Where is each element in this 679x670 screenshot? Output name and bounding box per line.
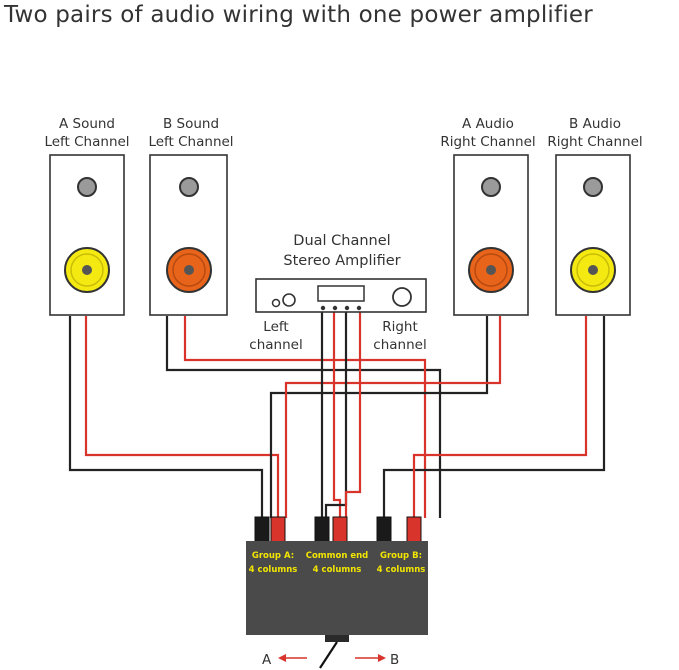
selector-label-b: B bbox=[390, 652, 399, 668]
wire-a-left-black bbox=[68, 316, 264, 518]
group-a-label-2: 4 columns bbox=[249, 565, 298, 575]
black-plug-icon bbox=[314, 516, 330, 543]
right-channel-label-1: Right bbox=[382, 319, 418, 335]
button-icon bbox=[356, 305, 362, 311]
arrow-left-head-icon bbox=[278, 654, 286, 662]
speaker-wires bbox=[68, 312, 606, 518]
tweeter-icon bbox=[481, 177, 501, 197]
tweeter-icon bbox=[179, 177, 199, 197]
input-knob-icon bbox=[282, 293, 296, 307]
speaker-b-right: B Audio Right Channel bbox=[547, 116, 643, 316]
black-plug-icon bbox=[376, 516, 392, 543]
speaker-label-line2: Left Channel bbox=[44, 134, 129, 150]
page-title: Two pairs of audio wiring with one power… bbox=[4, 2, 593, 28]
speaker-b-left: B Sound Left Channel bbox=[148, 116, 234, 316]
speaker-label-line1: B Audio bbox=[569, 116, 621, 132]
led-icon bbox=[271, 298, 281, 308]
red-plug-icon bbox=[332, 516, 348, 543]
common-end-label-1: Common end bbox=[306, 551, 369, 561]
wire-a-right-black bbox=[269, 316, 489, 518]
wire-b-right-red bbox=[412, 316, 588, 518]
common-end-label-2: 4 columns bbox=[313, 565, 362, 575]
tweeter-icon bbox=[583, 177, 603, 197]
amplifier: Dual Channel Stereo Amplifier bbox=[255, 233, 427, 313]
black-plug-icon bbox=[254, 516, 270, 543]
speaker-label-line1: B Sound bbox=[163, 116, 219, 132]
speaker-a-left: A Sound Left Channel bbox=[44, 116, 130, 316]
group-b-label-1: Group B: bbox=[380, 551, 422, 561]
button-icon bbox=[332, 305, 338, 311]
wire-amp-left-red bbox=[332, 312, 342, 518]
speaker-label-line2: Left Channel bbox=[148, 134, 233, 150]
banana-plugs bbox=[254, 516, 422, 543]
group-b-label-2: 4 columns bbox=[377, 565, 426, 575]
display-icon bbox=[317, 285, 365, 302]
volume-knob-icon bbox=[392, 287, 412, 307]
switch-lever-icon bbox=[319, 641, 338, 669]
button-icon bbox=[320, 305, 326, 311]
left-channel-label-1: Left bbox=[263, 319, 288, 335]
switch-box: Group A: 4 columns Common end 4 columns … bbox=[246, 541, 428, 642]
wire-b-left-red bbox=[183, 316, 427, 518]
red-plug-icon bbox=[406, 516, 422, 543]
switch-box-body bbox=[246, 541, 428, 635]
arrow-right-head-icon bbox=[378, 654, 386, 662]
left-channel-label-2: channel bbox=[249, 337, 302, 353]
speaker-a-right: A Audio Right Channel bbox=[440, 116, 536, 316]
switch-base bbox=[325, 635, 349, 642]
wire-a-left-red bbox=[84, 316, 280, 518]
right-channel-label-2: channel bbox=[373, 337, 426, 353]
selector-switch: A B bbox=[262, 641, 399, 669]
tweeter-icon bbox=[77, 177, 97, 197]
amplifier-label-line2: Stereo Amplifier bbox=[283, 253, 400, 269]
group-a-label-1: Group A: bbox=[252, 551, 294, 561]
red-plug-icon bbox=[270, 516, 286, 543]
speaker-label-line2: Right Channel bbox=[440, 134, 535, 150]
wire-a-right-red bbox=[284, 316, 502, 518]
wire-b-left-black bbox=[165, 316, 442, 518]
wire-amp-right-red bbox=[344, 312, 362, 518]
wire-b-right-black bbox=[382, 316, 606, 518]
amplifier-label-line1: Dual Channel bbox=[293, 233, 390, 249]
speaker-label-line1: A Sound bbox=[59, 116, 115, 132]
speaker-label-line2: Right Channel bbox=[547, 134, 642, 150]
speaker-label-line1: A Audio bbox=[462, 116, 514, 132]
button-icon bbox=[344, 305, 350, 311]
selector-label-a: A bbox=[262, 652, 272, 668]
wire-amp-right-black bbox=[324, 312, 348, 518]
